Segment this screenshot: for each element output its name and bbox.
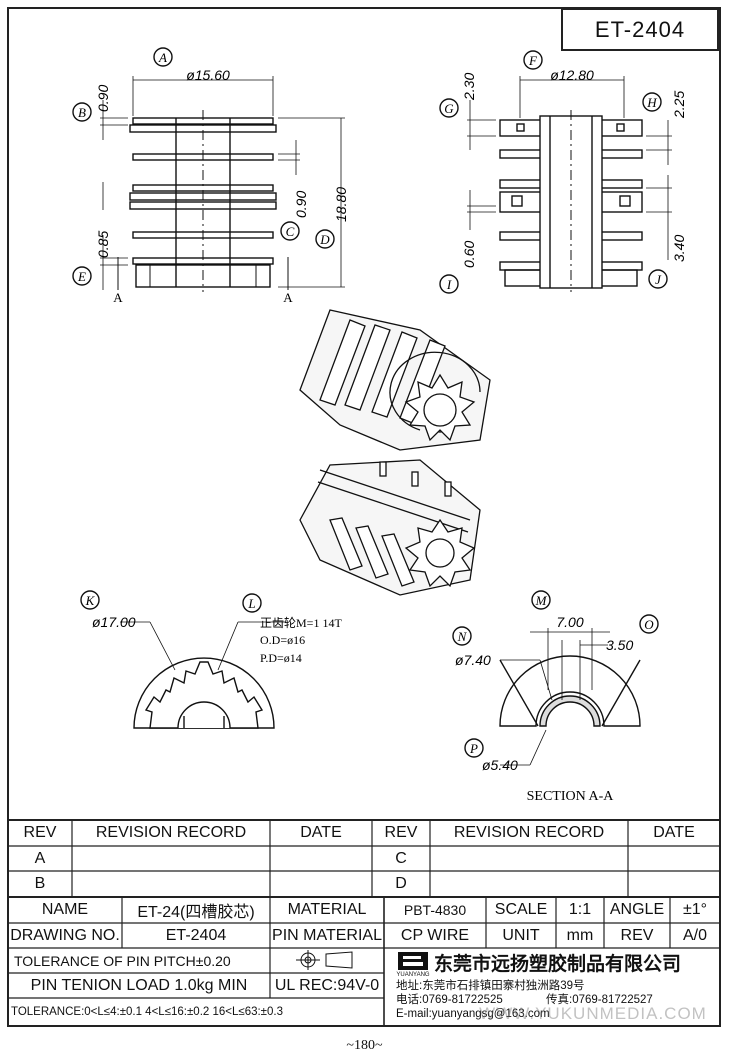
angle-label: ANGLE — [609, 901, 665, 918]
section-mark-right: A — [283, 290, 293, 305]
company-name: 东莞市远扬塑胶制品有限公司 — [434, 953, 682, 975]
balloon-e: E — [77, 269, 86, 284]
table-grid — [8, 819, 720, 1026]
dim-n: ø7.40 — [455, 652, 491, 668]
scale-value: 1:1 — [568, 901, 592, 918]
pin-material-value: CP WIRE — [400, 926, 470, 944]
balloon-k: K — [85, 593, 96, 608]
material-value: PBT-4830 — [403, 902, 467, 918]
tolerance-pin-pitch: TOLERANCE OF PIN PITCH±0.20 — [14, 952, 231, 969]
balloon-h: H — [646, 95, 657, 110]
isometric-view-top — [299, 309, 491, 451]
date-header-1: DATE — [300, 824, 342, 841]
drawing-title-box: ET-2404 — [561, 8, 719, 51]
rev-label: REV — [620, 926, 654, 944]
balloon-f: F — [528, 53, 538, 68]
company-address: 地址:东莞市石排镇田寨村独洲路39号 — [396, 980, 585, 992]
name-label: NAME — [41, 901, 89, 918]
dim-f: ø12.80 — [550, 67, 594, 83]
rev-header-2: REV — [384, 824, 418, 841]
dim-j: 3.40 — [671, 235, 687, 262]
scale-label: SCALE — [494, 901, 548, 918]
isometric-view-bottom — [299, 459, 481, 596]
dim-c: 0.90 — [293, 191, 309, 218]
revision-record-header-2: REVISION RECORD — [453, 824, 605, 841]
projection-symbol-icon — [296, 950, 353, 970]
name-value: ET-24(四槽胶芯) — [137, 904, 255, 921]
watermark: WWW.YUKUNMEDIA.COM — [479, 1004, 707, 1023]
dim-a: ø15.60 — [186, 67, 230, 83]
page-number: ~180~ — [346, 1038, 383, 1053]
rev-row-c: C — [395, 849, 407, 867]
revision-record-header-1: REVISION RECORD — [95, 824, 247, 841]
drawing-no-value: ET-2404 — [165, 926, 227, 944]
gear-note-1: 正齿轮M=1 14T — [260, 616, 342, 630]
dim-d: 18.80 — [333, 187, 349, 222]
balloon-c: C — [286, 224, 295, 239]
balloon-j: J — [655, 272, 662, 287]
section-caption: SECTION A-A — [527, 789, 615, 804]
angle-value: ±1° — [682, 901, 708, 918]
balloon-i: I — [446, 277, 452, 292]
balloon-l: L — [247, 596, 255, 611]
general-tolerance: TOLERANCE:0<L≤4:±0.1 4<L≤16:±0.2 16<L≤63… — [11, 1006, 283, 1018]
dim-g: 2.30 — [461, 73, 477, 101]
dim-e: 0.85 — [95, 231, 111, 258]
rev-row-a: A — [34, 849, 46, 867]
rev-row-b: B — [34, 875, 46, 892]
balloon-n: N — [457, 629, 468, 644]
pin-material-label: PIN MATERIAL — [272, 926, 382, 944]
balloon-o: O — [644, 617, 654, 632]
company-fax: 传真:0769-81722527 — [546, 994, 653, 1006]
gear-view — [80, 590, 285, 729]
dim-b: 0.90 — [95, 85, 111, 112]
balloon-a: A — [158, 50, 167, 65]
balloon-b: B — [78, 105, 86, 120]
rev-row-d: D — [395, 875, 407, 892]
date-header-2: DATE — [653, 824, 695, 841]
rev-value: A/0 — [682, 926, 707, 944]
ul-rating: UL REC:94V-0 — [274, 976, 380, 994]
rev-header-1: REV — [23, 824, 57, 841]
company-logo-icon — [398, 952, 428, 970]
drawing-no-label: DRAWING NO. — [10, 926, 120, 944]
balloon-p: P — [469, 741, 478, 756]
material-label: MATERIAL — [287, 901, 367, 918]
unit-value: mm — [566, 926, 594, 944]
top-left-view — [72, 47, 345, 292]
dim-i: 0.60 — [461, 241, 477, 268]
gear-note-3: P.D=ø14 — [260, 651, 302, 665]
company-brand: YUANYANG — [396, 972, 430, 978]
balloon-g: G — [444, 101, 454, 116]
gear-note-2: O.D=ø16 — [260, 633, 305, 647]
dim-h: 2.25 — [671, 91, 687, 119]
dim-p: ø5.40 — [482, 757, 518, 773]
balloon-m: M — [535, 593, 548, 608]
company-email: E-mail:yuanyangsg@163.com — [396, 1008, 550, 1020]
pin-tension-load: PIN TENION LOAD 1.0kg MIN — [30, 976, 248, 994]
dim-o: 3.50 — [606, 637, 633, 653]
company-phone: 电话:0769-81722525 — [396, 994, 503, 1006]
balloon-d: D — [319, 232, 330, 247]
dim-k-od: ø17.00 — [92, 614, 136, 630]
section-mark-left: A — [113, 290, 123, 305]
section-a-a-view — [452, 590, 659, 766]
top-right-view — [439, 50, 672, 294]
sheet-border — [7, 7, 721, 1027]
unit-label: UNIT — [502, 926, 540, 944]
dim-m: 7.00 — [556, 614, 583, 630]
